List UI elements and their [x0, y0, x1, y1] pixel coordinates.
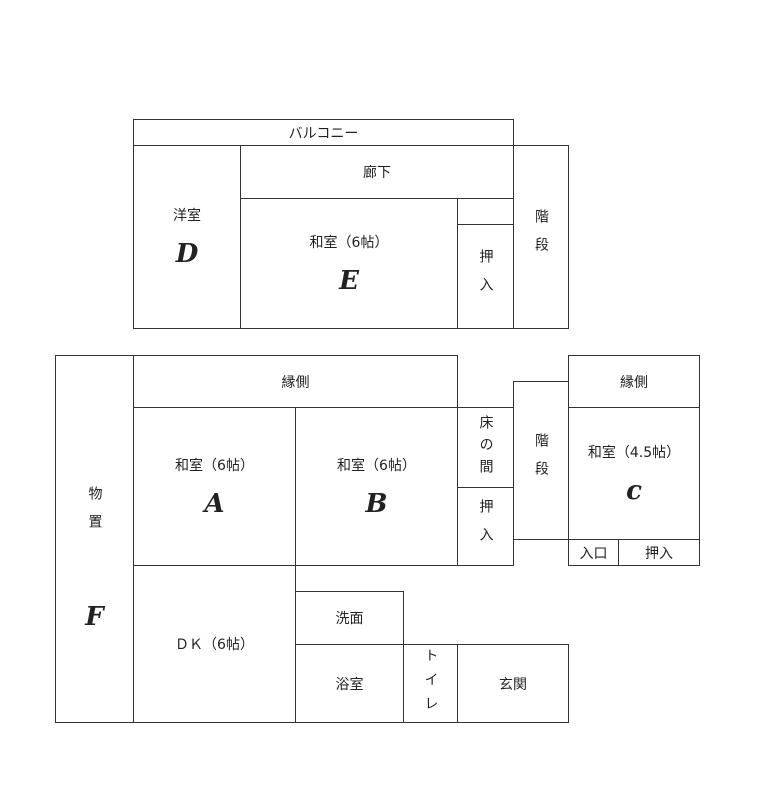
veranda-right-label: 縁側 [620, 374, 648, 391]
room-mark-c: C [626, 475, 642, 506]
veranda-right: 縁側 [568, 355, 700, 408]
washroom: 洗面 [295, 591, 404, 645]
corridor: 廊下 [240, 145, 514, 199]
upper-stairs-label: 階段 [533, 209, 549, 265]
small-entrance-label: 入口 [579, 545, 608, 562]
room-a: 和室（6帖） A [133, 407, 296, 566]
closet-c-label: 押入 [645, 545, 673, 562]
room-mark-f: F [85, 602, 104, 632]
room-c-label: 和室（4.5帖） [587, 444, 681, 461]
lower-stairs: 階段 [513, 381, 569, 540]
room-b: 和室（6帖） B [295, 407, 458, 566]
wall-segment [295, 565, 297, 592]
small-entrance: 入口 [568, 539, 619, 566]
room-a-label: 和室（6帖） [175, 457, 254, 474]
toilet: トイレ [403, 644, 458, 723]
storage-f: 物置 F [55, 355, 134, 723]
room-mark-e: E [339, 265, 359, 296]
veranda-left-label: 縁側 [281, 374, 310, 391]
western-room-d: 洋室 D [133, 145, 241, 329]
closet-mid-label: 押入 [477, 498, 494, 555]
room-c: 和室（4.5帖） C [568, 407, 700, 540]
room-mark-a: A [204, 488, 225, 519]
balcony: バルコニー [133, 119, 514, 146]
upper-stairs: 階段 [513, 145, 569, 329]
balcony-label: バルコニー [288, 125, 359, 142]
upper-closet: 押入 [457, 224, 514, 329]
dk-label: ＤＫ（6帖） [175, 637, 254, 653]
western-room-label: 洋室 [173, 208, 201, 224]
corridor-label: 廊下 [363, 165, 391, 181]
tokonoma-label: 床の間 [477, 414, 494, 481]
bathroom-label: 浴室 [335, 676, 364, 693]
bathroom: 浴室 [295, 644, 404, 723]
genkan-label: 玄関 [499, 676, 527, 693]
toilet-label: トイレ [422, 647, 439, 720]
japanese-room-e-label: 和室（6帖） [309, 234, 389, 251]
room-mark-d: D [175, 239, 199, 269]
veranda-left: 縁側 [133, 355, 458, 408]
room-b-label: 和室（6帖） [337, 457, 416, 474]
tokonoma: 床の間 [457, 407, 514, 488]
room-mark-b: B [365, 488, 388, 519]
genkan: 玄関 [457, 644, 569, 723]
washroom-label: 洗面 [335, 611, 364, 627]
storage-label: 物置 [86, 486, 103, 542]
closet-c: 押入 [618, 539, 700, 566]
japanese-room-e: 和室（6帖） E [240, 198, 458, 329]
closet-mid: 押入 [457, 487, 514, 566]
upper-closet-label: 押入 [477, 248, 494, 305]
dining-kitchen: ＤＫ（6帖） [133, 565, 296, 723]
upper-small-space [457, 198, 514, 225]
lower-stairs-label: 階段 [533, 432, 549, 489]
